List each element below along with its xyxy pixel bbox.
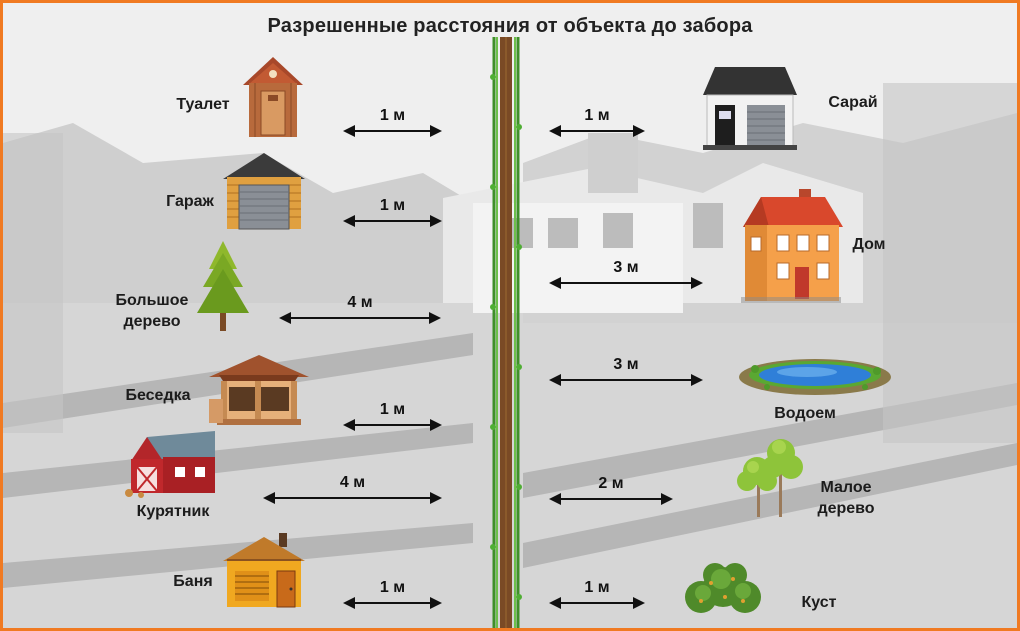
distance-arrow-toilet: 1 м (343, 107, 442, 137)
label-house: Дом (852, 236, 886, 253)
distance-bathhouse: 1 м (379, 579, 406, 596)
garage-icon (223, 153, 305, 230)
distance-arrow-bathhouse: 1 м (343, 579, 442, 609)
distance-arrow-bush: 1 м (549, 579, 645, 609)
label-big-tree: Большое дерево (107, 290, 197, 332)
bathhouse-icon (223, 533, 305, 608)
distance-arrow-gazebo: 1 м (343, 401, 442, 431)
distance-arrow-house: 3 м (549, 259, 703, 289)
distance-toilet: 1 м (379, 107, 406, 124)
distance-pond: 3 м (613, 356, 639, 373)
pond-icon (739, 359, 891, 395)
diagram-title: Разрешенные расстояния от объекта до заб… (267, 15, 753, 37)
label-bathhouse: Баня (173, 573, 213, 590)
label-gazebo: Беседка (125, 387, 191, 404)
small-tree-icon (737, 439, 803, 517)
distance-bush: 1 м (584, 579, 610, 596)
distance-house: 3 м (613, 259, 639, 276)
label-bush: Куст (801, 594, 837, 611)
distance-big-tree: 4 м (347, 294, 373, 311)
distance-small-tree: 2 м (598, 475, 624, 492)
distance-shed: 1 м (584, 107, 610, 124)
label-small-tree: Малое дерево (811, 477, 881, 519)
distance-gazebo: 1 м (379, 401, 406, 418)
label-pond: Водоем (774, 405, 836, 422)
label-shed: Сарай (828, 94, 878, 111)
distance-arrow-shed: 1 м (549, 107, 645, 137)
distance-arrow-big-tree: 4 м (279, 294, 441, 324)
distance-arrow-chicken-coop: 4 м (263, 474, 442, 504)
distance-chicken-coop: 4 м (339, 474, 366, 491)
label-chicken-coop: Курятник (136, 503, 210, 520)
house-icon (741, 189, 843, 303)
label-big-tree-text: Большое дерево (115, 292, 189, 330)
distance-arrow-pond: 3 м (549, 356, 703, 386)
distance-arrow-garage: 1 м (343, 197, 442, 227)
distance-arrow-small-tree: 2 м (549, 475, 673, 505)
toilet-icon (243, 57, 303, 137)
big-tree-icon (197, 241, 249, 331)
chicken-coop-icon (125, 431, 215, 498)
gazebo-icon (209, 355, 309, 425)
fence-icon (490, 37, 522, 628)
distance-garage: 1 м (379, 197, 406, 214)
label-toilet: Туалет (176, 96, 230, 113)
bush-icon (685, 563, 761, 613)
label-small-tree-text: Малое дерево (817, 479, 875, 517)
label-garage: Гараж (166, 193, 214, 210)
shed-icon (703, 67, 797, 150)
